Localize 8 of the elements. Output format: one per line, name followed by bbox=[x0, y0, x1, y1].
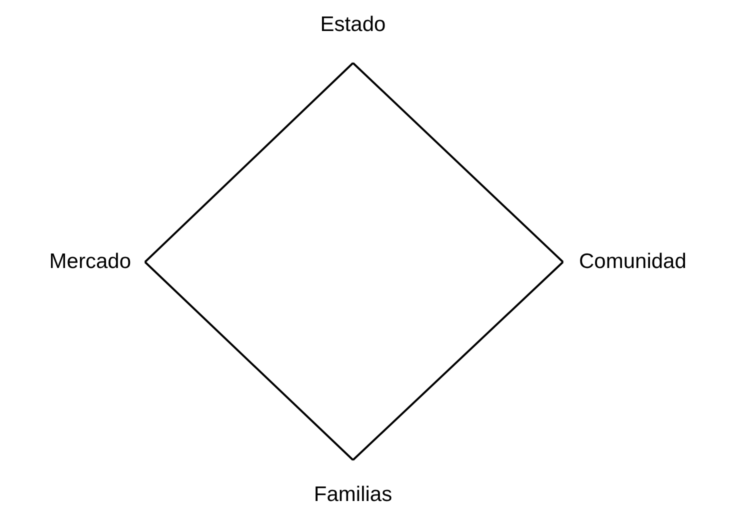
node-label: Estado bbox=[320, 12, 386, 38]
connector-line bbox=[144, 62, 354, 263]
connector-line bbox=[352, 261, 564, 461]
connector-line bbox=[352, 62, 564, 263]
connector-line bbox=[144, 261, 354, 461]
node-label: Mercado bbox=[49, 249, 131, 275]
node-label: Familias bbox=[314, 482, 392, 508]
node-label: Comunidad bbox=[579, 249, 686, 275]
